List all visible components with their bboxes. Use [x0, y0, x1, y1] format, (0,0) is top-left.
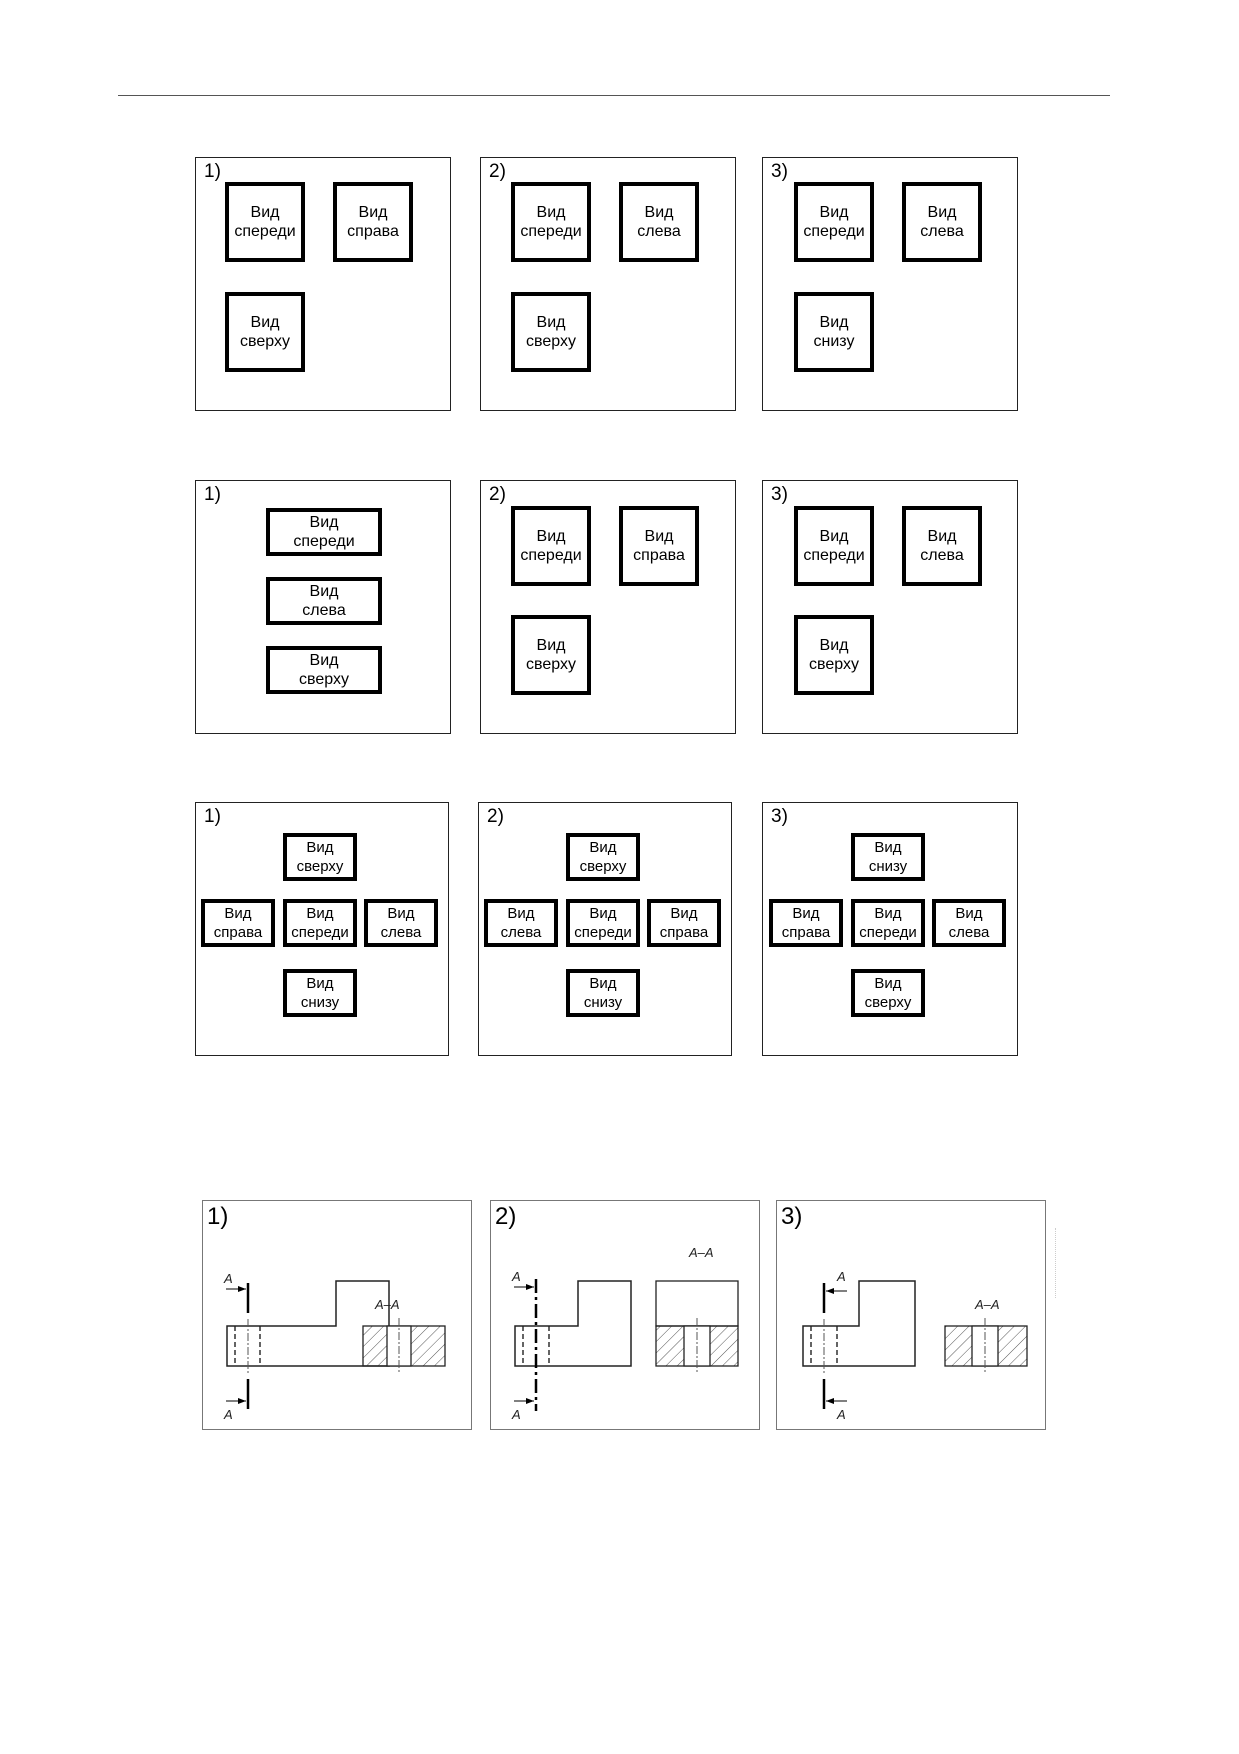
arrowhead — [238, 1286, 246, 1292]
cut-letter: A — [223, 1271, 233, 1286]
cut-letter: A — [223, 1407, 233, 1422]
section-panel-3: 3) A A A–A — [776, 1200, 1046, 1430]
arrowhead — [826, 1288, 834, 1294]
panel-number: 2) — [489, 484, 506, 505]
panel-number: 3) — [781, 1203, 803, 1230]
section-drawing-2: A A A–A — [511, 1245, 739, 1422]
part-outline — [802, 1280, 916, 1367]
cut-letter: A — [836, 1269, 846, 1284]
arrowhead — [526, 1284, 534, 1290]
panel-number: 3) — [771, 161, 788, 182]
cut-letter: A — [836, 1407, 846, 1422]
arrowhead — [238, 1398, 246, 1404]
section-panel-2: 2) A A A–A — [490, 1200, 760, 1430]
part-outline — [514, 1280, 632, 1367]
cut-letter: A — [511, 1269, 521, 1284]
panel-number: 1) — [204, 161, 221, 182]
panel-number: 3) — [771, 484, 788, 505]
section-label: A–A — [974, 1297, 1000, 1312]
section-label: A–A — [374, 1297, 400, 1312]
panel-number: 2) — [487, 806, 504, 827]
scan-mark — [1055, 1228, 1056, 1298]
arrowhead — [826, 1398, 834, 1404]
panel-number: 1) — [204, 806, 221, 827]
part-outline — [226, 1280, 390, 1367]
arrowhead — [526, 1398, 534, 1404]
panel-number: 1) — [204, 484, 221, 505]
section-drawing-1: A A A–A — [223, 1271, 446, 1422]
panel-number: 1) — [207, 1203, 229, 1230]
page-top-rule — [118, 95, 1110, 96]
panel-number: 2) — [495, 1203, 517, 1230]
panel-number: 2) — [489, 161, 506, 182]
section-panel-1: 1) A A A–A — [202, 1200, 472, 1430]
panel-number: 3) — [771, 806, 788, 827]
section-drawing-3: A A A–A — [802, 1269, 1028, 1422]
section-label: A–A — [688, 1245, 714, 1260]
cut-letter: A — [511, 1407, 521, 1422]
